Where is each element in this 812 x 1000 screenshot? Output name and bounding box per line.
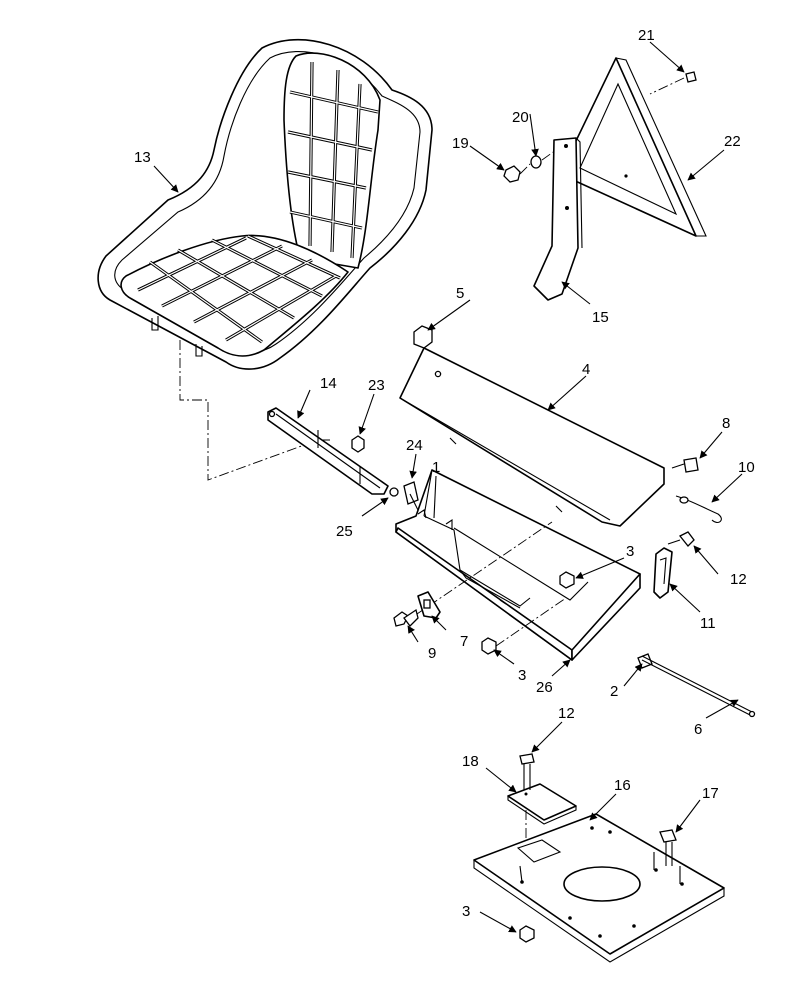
nut-part-3b	[481, 637, 497, 655]
bolt-part-12b	[519, 753, 535, 840]
callout-25: 25	[336, 523, 353, 540]
nut-part-3c	[519, 925, 535, 943]
callout-4: 4	[582, 361, 590, 378]
rod-part-6	[641, 655, 756, 718]
callout-26: 26	[536, 679, 553, 696]
callout-3-box-lower: 3	[518, 667, 526, 684]
bolt-part-17	[659, 829, 677, 866]
callout-18: 18	[462, 753, 479, 770]
callout-10: 10	[738, 459, 755, 476]
callout-12-lower: 12	[558, 705, 575, 722]
callout-3-box-upper: 3	[626, 543, 634, 560]
callout-1: 1	[432, 459, 440, 476]
callout-2: 2	[610, 683, 618, 700]
cover-plate-part-18	[507, 783, 577, 825]
seat-bracket-part-14	[267, 407, 389, 495]
callout-15: 15	[592, 309, 609, 326]
callout-13: 13	[134, 149, 151, 166]
latch-part-7	[417, 591, 441, 619]
callout-24: 24	[406, 437, 423, 454]
latch-strap-part-11	[653, 547, 673, 599]
washer-part-25	[389, 487, 399, 497]
hardware-19-20-21	[503, 71, 697, 183]
callout-17: 17	[702, 785, 719, 802]
bolt-part-24	[403, 481, 419, 511]
spring-pin-part-10	[675, 495, 722, 523]
callout-16: 16	[614, 777, 631, 794]
callout-23: 23	[368, 377, 385, 394]
bolt-part-8	[671, 457, 699, 473]
callout-22: 22	[724, 133, 741, 150]
callout-11: 11	[700, 615, 716, 632]
callout-labels: 13 14 23 24 25 1 5 4 8 10 3 12 11 9 7 3 …	[134, 27, 755, 920]
callout-12-upper: 12	[730, 571, 747, 588]
nut-part-23	[351, 435, 365, 453]
box-lid-part-4	[399, 347, 665, 527]
bolt-part-12a	[667, 531, 695, 547]
callout-8: 8	[722, 415, 730, 432]
callout-9: 9	[428, 645, 436, 662]
pin-part-9	[393, 608, 419, 627]
sms-sign-part-22	[559, 57, 707, 237]
nut-part-5	[413, 325, 433, 349]
leader-lines	[153, 41, 743, 933]
callout-20: 20	[512, 109, 529, 126]
callout-21: 21	[638, 27, 655, 44]
callout-3-plate: 3	[462, 903, 470, 920]
callout-19: 19	[452, 135, 469, 152]
nut-part-3a	[559, 571, 575, 589]
seat-part-13	[97, 38, 433, 370]
callout-7: 7	[460, 633, 468, 650]
sign-bracket-part-15	[533, 137, 583, 301]
callout-14: 14	[320, 375, 337, 392]
callout-5: 5	[456, 285, 464, 302]
callout-6: 6	[694, 721, 702, 738]
base-plate-part-16	[473, 813, 725, 963]
assembly-line-seat	[179, 340, 330, 481]
storage-box-part-1	[395, 469, 641, 661]
